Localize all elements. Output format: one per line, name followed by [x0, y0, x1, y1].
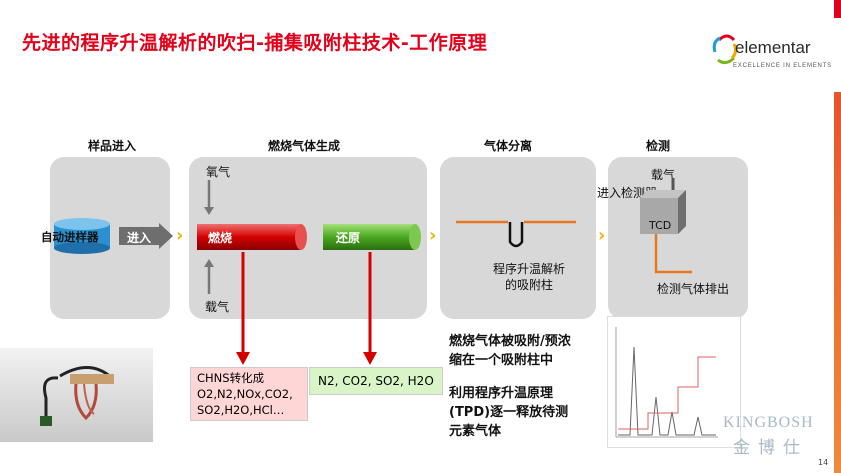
stage-title-detection: 检测	[646, 139, 671, 153]
description-text: 燃烧气体被吸附/预浓 缩在一个吸附柱中 利用程序升温原理 (TPD)逐一释放待测…	[449, 332, 571, 441]
watermark-latin: KINGBOSH	[723, 414, 814, 431]
page-title: 先进的程序升温解析的吹扫-捕集吸附柱技术-工作原理	[22, 32, 488, 54]
desc-line: 燃烧气体被吸附/预浓	[449, 334, 571, 349]
desc-line: (TPD)逐一释放待测	[449, 405, 569, 420]
oxygen-label: 氧气	[206, 165, 231, 179]
down-arrow-icon	[236, 252, 250, 365]
desc-spacer	[449, 370, 571, 384]
carrier-gas-label: 载气	[205, 300, 230, 314]
carrier-arrow-up-icon	[204, 259, 214, 294]
watermark-cn: 金博仕	[733, 438, 808, 458]
desc-line: 元素气体	[449, 424, 502, 439]
autosampler-cylinder-icon	[54, 218, 110, 254]
stage-title-separation: 气体分离	[484, 139, 533, 153]
tpd-column-label: 程序升温解析 的吸附柱	[492, 262, 565, 292]
red-accent-bar	[834, 0, 841, 18]
side-accent-bar	[834, 92, 841, 473]
desc-line: 缩在一个吸附柱中	[449, 353, 554, 368]
instrument-photo	[0, 348, 153, 442]
panel-separation	[440, 157, 596, 319]
page-number: 14	[818, 458, 829, 467]
carrier-gas-top-label: 载气	[651, 168, 676, 182]
enter-arrow-icon	[119, 223, 173, 249]
combustion-products-box: CHNS转化成 O2,N2,NOx,CO2, SO2,H2O,HCl…	[190, 367, 308, 421]
logo-wordmark: elementar	[735, 38, 811, 57]
products-line-3: SO2,H2O,HCl…	[197, 403, 285, 417]
chevron-right-icon: ›	[598, 225, 606, 246]
reduction-tube	[323, 224, 421, 250]
stage-title-sample-entry: 样品进入	[88, 139, 137, 153]
tcd-label: TCD	[649, 219, 672, 232]
chromatogram-image	[615, 327, 718, 438]
exhaust-label: 检测气体排出	[657, 282, 730, 296]
elementar-logo-icon	[712, 34, 738, 65]
reduction-label: 还原	[336, 231, 361, 245]
enter-label: 进入	[127, 231, 152, 245]
chromatogram-figure	[607, 316, 741, 448]
stage-title-combustion: 燃烧气体生成	[268, 139, 341, 153]
autosampler-label: 自动进样器	[41, 230, 99, 244]
products-line-2: O2,N2,NOx,CO2,	[197, 387, 293, 401]
combustion-tube	[197, 224, 307, 250]
logo-tagline: EXCELLENCE IN ELEMENTS	[733, 63, 832, 69]
adsorption-column-icon	[456, 220, 576, 248]
combustion-label: 燃烧	[208, 231, 233, 245]
down-arrow-icon	[363, 252, 377, 365]
desc-line: 利用程序升温原理	[449, 386, 554, 401]
panel-detection	[608, 157, 748, 319]
chevron-right-icon: ›	[429, 225, 437, 246]
chevron-right-icon: ›	[176, 225, 184, 246]
tcd-detector-icon	[640, 178, 686, 234]
oxygen-arrow-icon	[204, 180, 214, 215]
reduction-products-box: N2, CO2, SO2, H2O	[309, 367, 443, 395]
products-line-1: CHNS转化成	[197, 371, 265, 385]
adsorption-trap-image	[40, 366, 114, 426]
exhaust-line-icon	[654, 234, 692, 274]
